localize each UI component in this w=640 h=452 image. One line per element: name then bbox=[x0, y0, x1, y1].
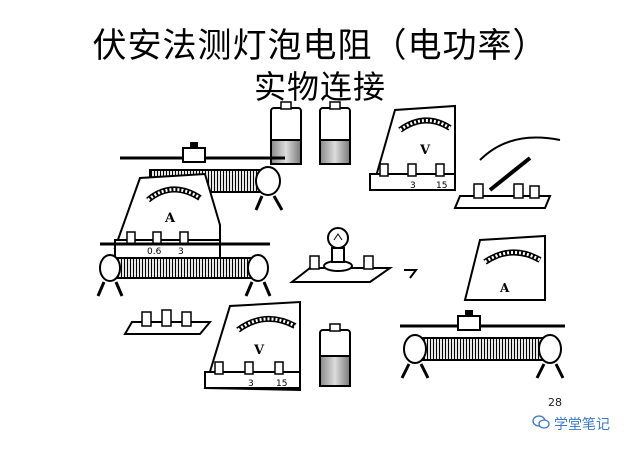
ammeter-scale-0.6: 0.6 bbox=[147, 247, 162, 257]
rheostat-bottom[interactable] bbox=[400, 310, 565, 379]
voltmeter-symbol-top: V bbox=[419, 143, 431, 158]
rheostat-left[interactable] bbox=[96, 242, 272, 297]
page-number: 28 bbox=[548, 396, 562, 409]
voltmeter-bottom[interactable]: V 3 15 bbox=[203, 300, 301, 392]
slide-title: 伏安法测灯泡电阻（电功率） bbox=[92, 26, 548, 66]
ammeter-symbol: A bbox=[164, 211, 176, 226]
ammeter-right-symbol: A bbox=[499, 281, 510, 295]
brand-name: 学堂笔记 bbox=[554, 417, 610, 433]
brand-watermark: 学堂笔记 bbox=[532, 414, 610, 434]
battery-1[interactable] bbox=[270, 101, 302, 165]
battery-3[interactable] bbox=[319, 323, 351, 387]
voltmeter-bottom-scale-3: 3 bbox=[248, 379, 254, 389]
voltmeter-top[interactable]: V 3 15 bbox=[369, 104, 456, 192]
voltmeter-symbol-bottom: V bbox=[253, 343, 265, 358]
resistor-board[interactable] bbox=[123, 309, 213, 335]
slide-subtitle: 实物连接 bbox=[253, 68, 386, 106]
switch[interactable] bbox=[453, 136, 561, 209]
wechat-icon bbox=[532, 415, 550, 433]
wire-fragment bbox=[404, 269, 418, 279]
voltmeter-top-scale-3: 3 bbox=[410, 181, 416, 191]
battery-2[interactable] bbox=[319, 101, 351, 165]
voltmeter-bottom-scale-15: 15 bbox=[276, 379, 287, 389]
ammeter-scale-3: 3 bbox=[178, 247, 184, 257]
voltmeter-top-scale-15: 15 bbox=[436, 181, 447, 191]
ammeter-right[interactable]: A bbox=[463, 234, 546, 301]
light-bulb[interactable] bbox=[289, 227, 394, 283]
